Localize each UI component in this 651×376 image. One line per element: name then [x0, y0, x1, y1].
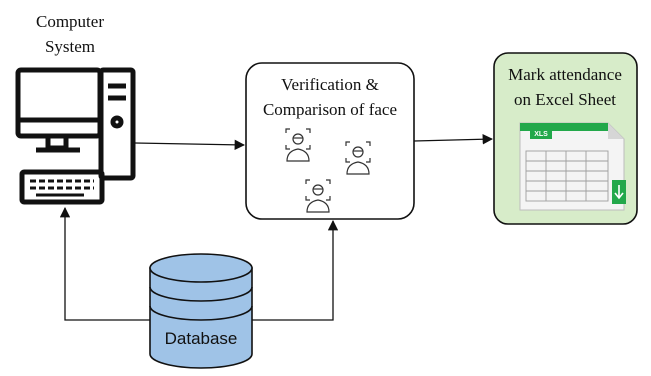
connectors — [59, 134, 494, 321]
computer-label-line2: System — [45, 37, 95, 56]
verification-title-line1: Verification & — [281, 75, 379, 94]
arrow-database-to-computer — [59, 206, 150, 321]
face-scan-icon — [305, 179, 331, 213]
arrow-database-to-verification — [252, 219, 339, 321]
database-node: Database — [149, 253, 253, 369]
database-label: Database — [165, 329, 238, 348]
computer-system: Computer System — [15, 12, 136, 205]
verification-title-line2: Comparison of face — [263, 100, 397, 119]
attendance-node: Mark attendance on Excel Sheet XLS — [493, 52, 638, 225]
attendance-title-line2: on Excel Sheet — [514, 90, 616, 109]
arrow-computer-to-verification — [134, 139, 246, 151]
attendance-title-line1: Mark attendance — [508, 65, 622, 84]
face-scan-icon — [345, 141, 371, 175]
computer-icon — [15, 67, 136, 205]
face-scan-icon — [285, 128, 311, 162]
verification-node: Verification & Comparison of face — [245, 62, 415, 220]
computer-label-line1: Computer — [36, 12, 104, 31]
xls-badge: XLS — [534, 131, 548, 138]
spreadsheet-icon: XLS — [519, 122, 626, 211]
arrow-verification-to-attendance — [413, 134, 494, 145]
database-icon — [149, 253, 253, 369]
